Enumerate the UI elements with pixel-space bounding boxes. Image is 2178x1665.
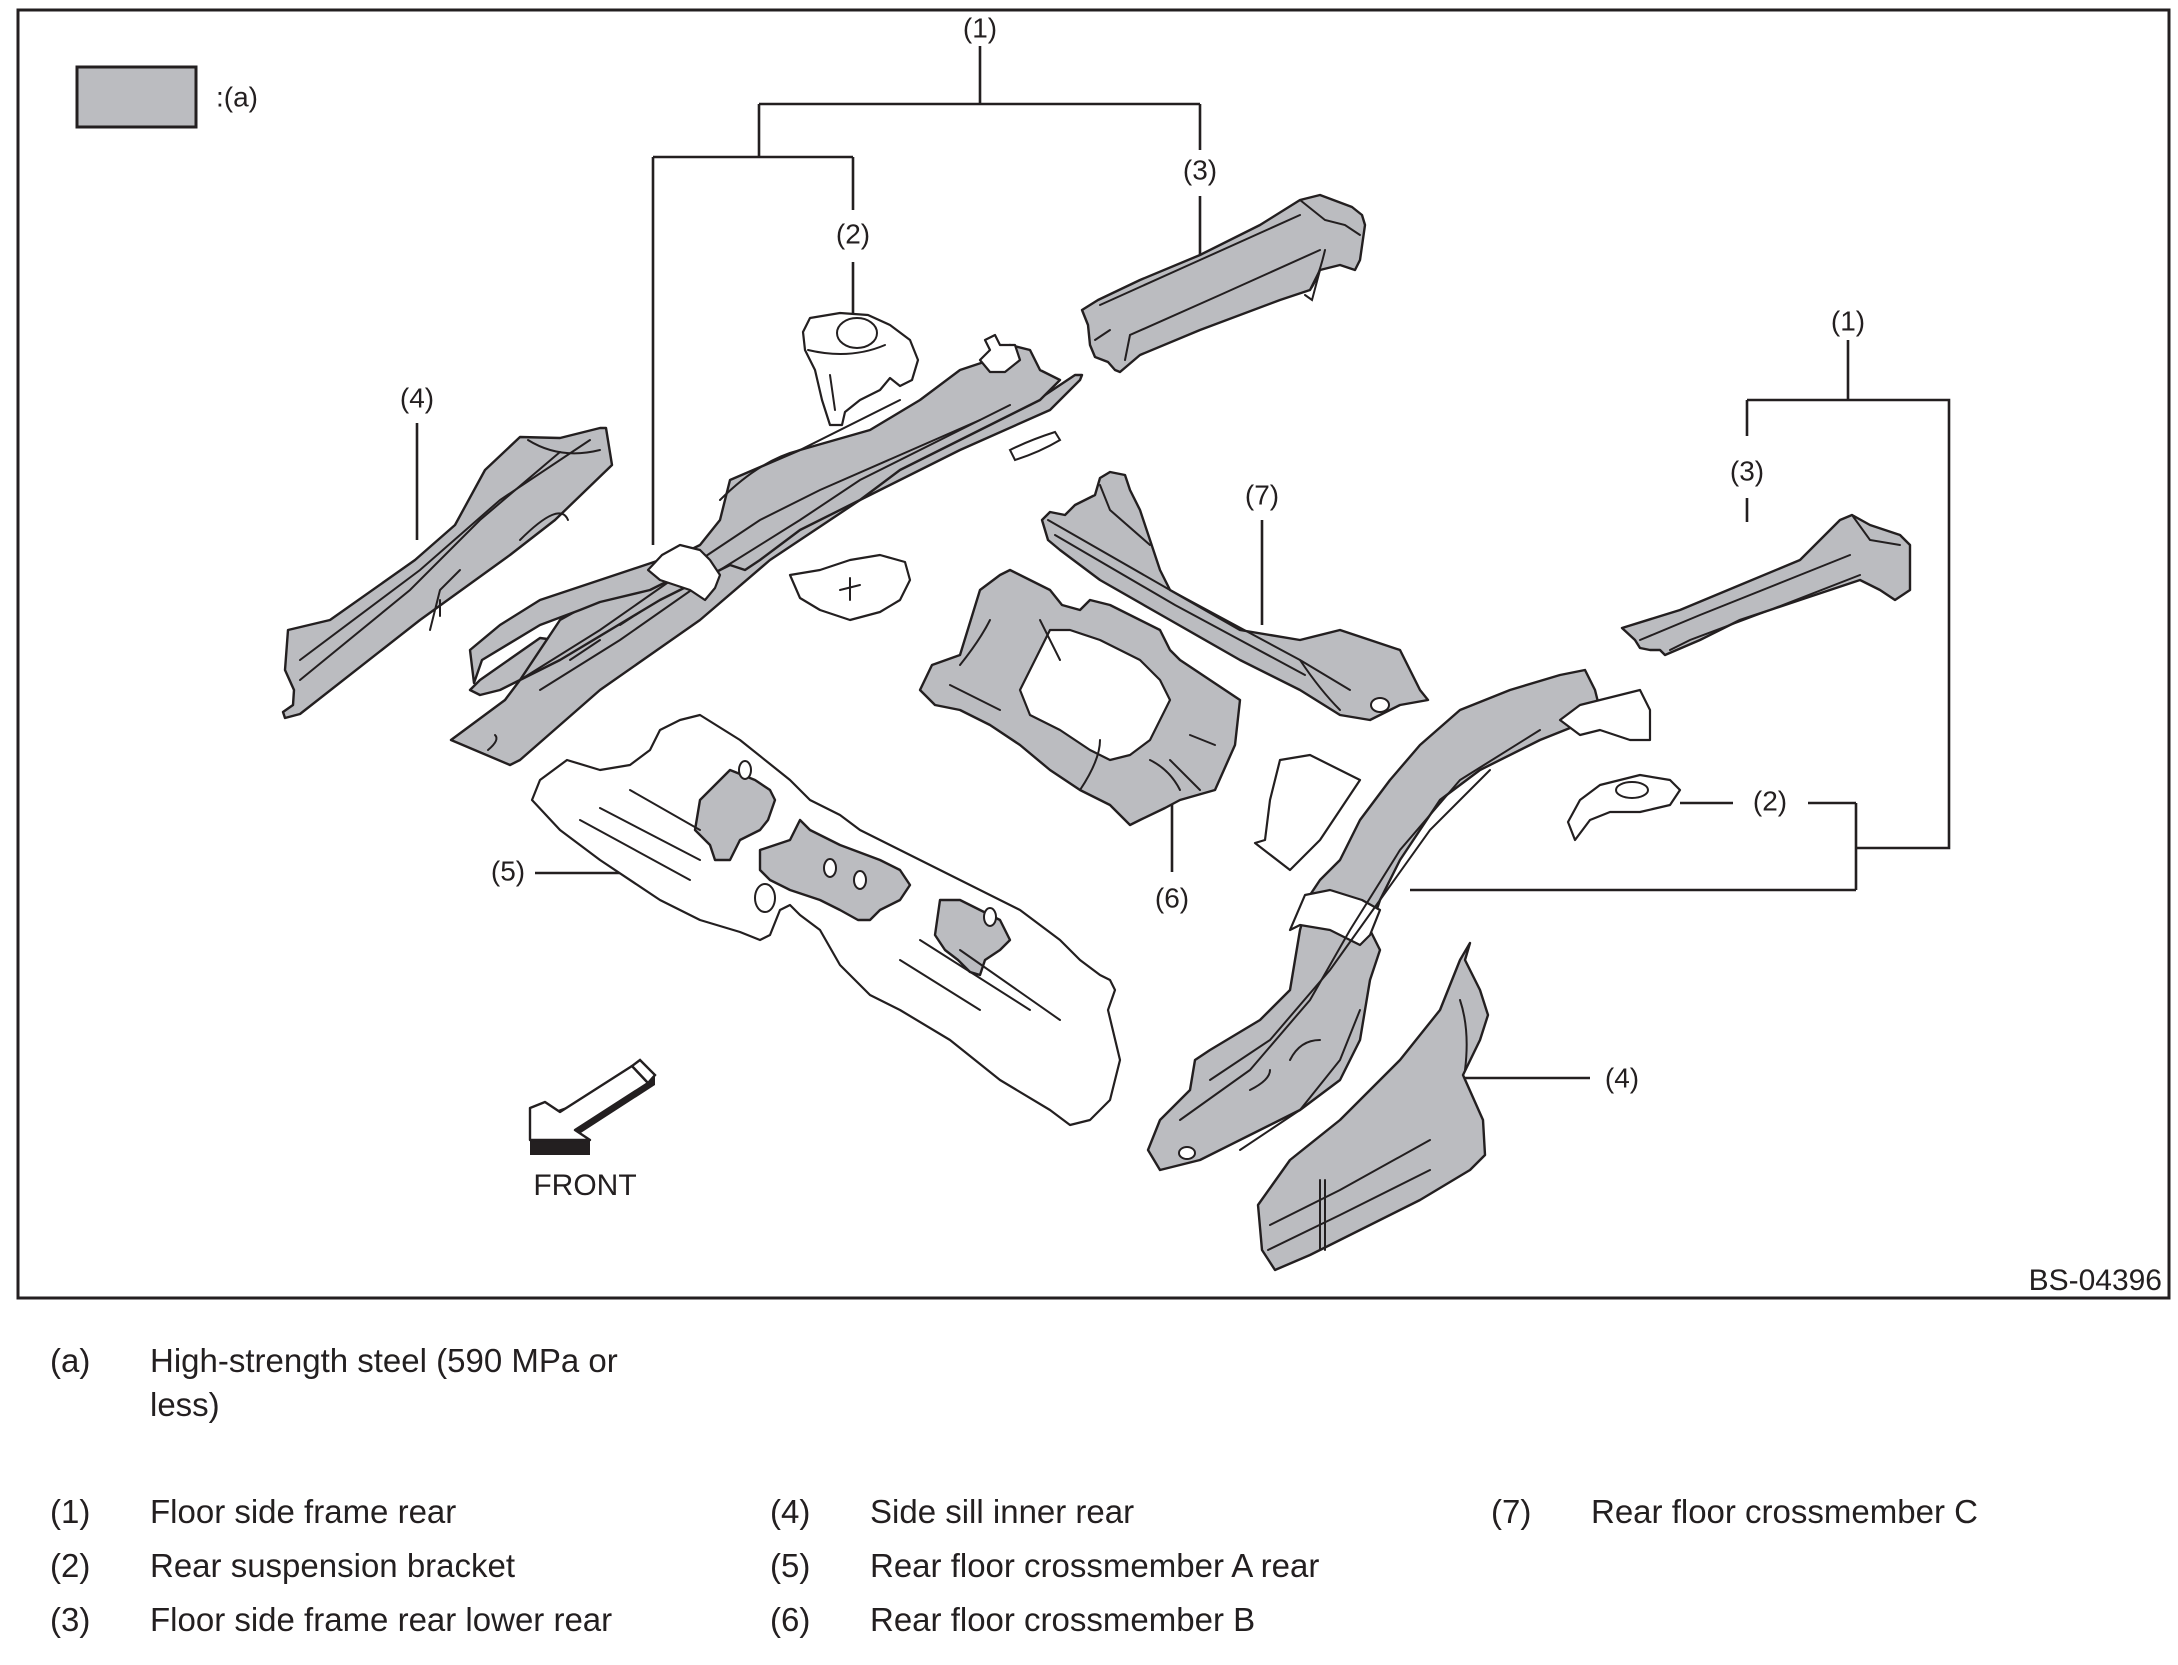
legend-item: (2) Rear suspension bracket — [50, 1544, 750, 1598]
callout-right-1: (1) — [1831, 305, 1865, 336]
front-label: FRONT — [533, 1169, 636, 1202]
part-floor-side-frame-rear-lower-rear-right — [1620, 513, 1912, 657]
legend-column-2: (4) Side sill inner rear (5) Rear floor … — [770, 1490, 1470, 1652]
legend-item-label: Rear floor crossmember B — [870, 1601, 1256, 1638]
parts-diagram: :(a) (1) (3) (2) (4) (1) (3) (2) (4) (5)… — [16, 8, 2171, 1300]
part-side-sill-inner-rear-left — [281, 426, 614, 720]
part-floor-side-frame-rear-right — [1146, 668, 1652, 1172]
legend-item-key: (2) — [50, 1547, 91, 1584]
callout-left-3: (3) — [1183, 154, 1217, 185]
legend-item-label: Rear suspension bracket — [150, 1547, 516, 1584]
legend-key: :(a) — [75, 65, 258, 129]
legend-column-3: (7) Rear floor crossmember C — [1491, 1490, 2178, 1544]
legend-column-1: (1) Floor side frame rear (2) Rear suspe… — [50, 1490, 750, 1652]
legend-item-label: Floor side frame rear — [150, 1493, 457, 1530]
front-direction-arrow-icon — [528, 1058, 657, 1155]
material-note-key: (a) — [50, 1342, 91, 1379]
legend-item-label: Rear floor crossmember C — [1591, 1493, 1978, 1530]
legend-key-label: :(a) — [216, 81, 258, 112]
callout-right-4: (4) — [1605, 1062, 1639, 1093]
part-floor-side-frame-rear-left — [449, 333, 1084, 767]
part-rear-floor-crossmember-a-rear — [530, 713, 1122, 1127]
leader-right-1 — [1410, 340, 1951, 892]
legend-item-key: (3) — [50, 1601, 91, 1638]
part-rear-suspension-bracket-right — [1566, 773, 1682, 842]
legend-item-label: Rear floor crossmember A rear — [870, 1547, 1320, 1584]
material-note-description: High-strength steel (590 MPa or less) — [150, 1342, 618, 1423]
part-side-sill-inner-rear-right — [1256, 941, 1490, 1272]
high-strength-steel-swatch — [75, 65, 198, 129]
callout-5: (5) — [491, 855, 525, 886]
part-floor-side-frame-rear-lower-rear-left — [1080, 193, 1367, 374]
part-rear-suspension-bracket-left — [801, 311, 920, 427]
figure-frame — [16, 8, 2171, 1300]
right-group-leaders: (1) (3) (2) (4) — [1410, 305, 1951, 1093]
part-rear-floor-crossmember-c — [1040, 470, 1430, 722]
legend-item: (3) Floor side frame rear lower rear — [50, 1598, 750, 1652]
callout-left-2: (2) — [836, 218, 870, 249]
legend-item: (6) Rear floor crossmember B — [770, 1598, 1470, 1652]
legend-item-key: (6) — [770, 1601, 811, 1638]
callout-6: (6) — [1155, 882, 1189, 913]
legend-item: (4) Side sill inner rear — [770, 1490, 1470, 1544]
legend-item-key: (4) — [770, 1493, 811, 1530]
leader-left-1 — [651, 46, 1200, 545]
callout-right-2: (2) — [1753, 785, 1787, 816]
callout-left-4: (4) — [400, 382, 434, 413]
document-id: BS-04396 — [2029, 1264, 2162, 1297]
callout-7: (7) — [1245, 479, 1279, 510]
callout-right-3: (3) — [1730, 455, 1764, 486]
legend-item-label: Floor side frame rear lower rear — [150, 1601, 613, 1638]
center-leaders: (5) (6) (7) — [491, 479, 1279, 913]
legend-item-key: (5) — [770, 1547, 811, 1584]
legend-item-key: (1) — [50, 1493, 91, 1530]
legend-item: (7) Rear floor crossmember C — [1491, 1490, 2178, 1544]
legend-item: (1) Floor side frame rear — [50, 1490, 750, 1544]
left-group-leaders: (1) (3) (2) (4) — [400, 12, 1217, 545]
legend-item: (5) Rear floor crossmember A rear — [770, 1544, 1470, 1598]
legend-item-key: (7) — [1491, 1493, 1532, 1530]
part-rear-floor-crossmember-b — [918, 568, 1242, 827]
legend-item-label: Side sill inner rear — [870, 1493, 1135, 1530]
callout-left-1: (1) — [963, 12, 997, 43]
